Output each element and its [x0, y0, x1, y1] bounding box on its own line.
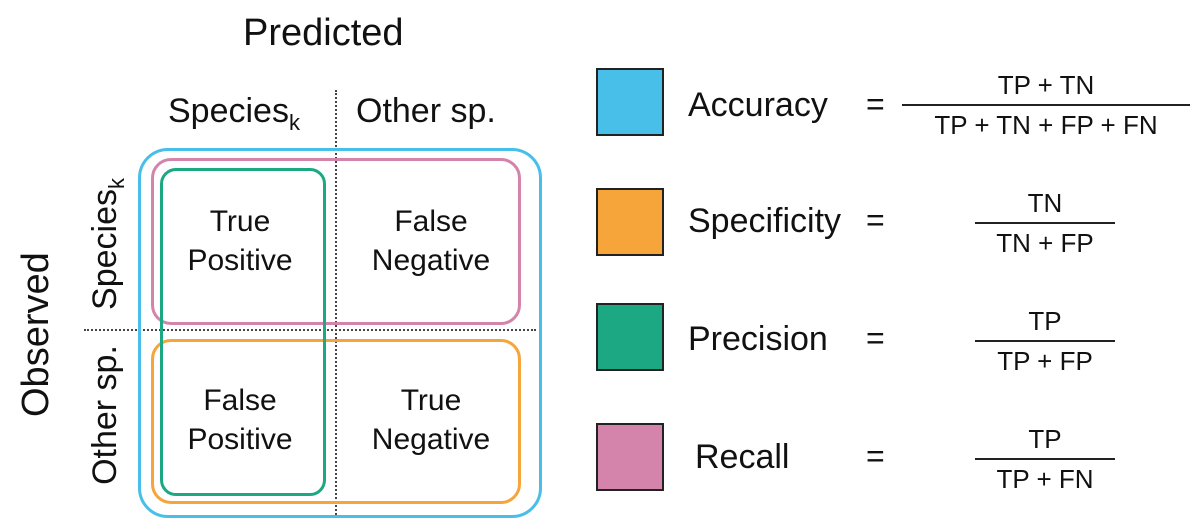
predicted-title: Predicted: [243, 12, 404, 54]
accuracy-region: [138, 148, 542, 518]
precision-region: [160, 168, 326, 496]
cell-false-negative-line2: Negative: [371, 244, 491, 277]
recall-equals: =: [866, 438, 885, 474]
cell-false-positive: False Positive: [168, 381, 312, 459]
cell-false-negative-line1: False: [394, 205, 468, 238]
recall-numerator: TP: [1028, 424, 1062, 454]
recall-fraction-bar: [975, 458, 1115, 460]
row-header-species-subscript: k: [104, 178, 129, 190]
cell-false-positive-line1: False: [203, 384, 277, 417]
specificity-region: [151, 339, 521, 504]
specificity-equals: =: [866, 202, 885, 238]
specificity-numerator: TN: [1027, 188, 1063, 218]
row-header-species-label: Species: [86, 189, 124, 310]
cell-true-positive-line1: True: [209, 205, 271, 238]
row-header-species: Speciesk: [86, 164, 129, 324]
specificity-denominator: TN + FP: [996, 228, 1094, 258]
cell-true-negative: True Negative: [356, 381, 506, 459]
recall-formula: TP TP + FN: [975, 426, 1115, 492]
specificity-label: Specificity: [688, 202, 842, 240]
column-divider: [335, 90, 337, 518]
column-header-species-subscript: k: [288, 110, 300, 135]
specificity-fraction-bar: [975, 222, 1115, 224]
accuracy-denominator: TP + TN + FP + FN: [934, 110, 1158, 140]
row-header-other: Other sp.: [86, 345, 124, 485]
precision-equals: =: [866, 320, 885, 356]
precision-numerator: TP: [1028, 306, 1062, 336]
accuracy-numerator: TP + TN: [997, 70, 1095, 100]
cell-true-negative-line2: Negative: [371, 423, 491, 456]
accuracy-swatch: [596, 68, 664, 136]
specificity-swatch: [596, 188, 664, 256]
accuracy-formula: TP + TN TP + TN + FP + FN: [902, 72, 1190, 138]
precision-label: Precision: [688, 320, 828, 358]
column-header-species: Speciesk: [168, 94, 300, 134]
precision-swatch: [596, 303, 664, 371]
accuracy-label: Accuracy: [688, 86, 828, 124]
recall-denominator: TP + FN: [996, 464, 1094, 494]
accuracy-fraction-bar: [902, 104, 1190, 106]
column-header-species-label: Species: [168, 92, 289, 130]
recall-label: Recall: [695, 438, 790, 476]
cell-false-positive-line2: Positive: [187, 423, 293, 456]
observed-title: Observed: [15, 252, 57, 417]
recall-swatch: [596, 423, 664, 491]
precision-formula: TP TP + FP: [975, 308, 1115, 374]
precision-fraction-bar: [975, 340, 1115, 342]
recall-region: [151, 158, 521, 325]
specificity-formula: TN TN + FP: [975, 190, 1115, 256]
cell-true-negative-line1: True: [400, 384, 462, 417]
cell-true-positive-line2: Positive: [187, 244, 293, 277]
row-divider: [84, 329, 536, 331]
accuracy-equals: =: [866, 86, 885, 122]
cell-true-positive: True Positive: [168, 202, 312, 280]
cell-false-negative: False Negative: [356, 202, 506, 280]
precision-denominator: TP + FP: [997, 346, 1093, 376]
column-header-other: Other sp.: [356, 92, 496, 130]
